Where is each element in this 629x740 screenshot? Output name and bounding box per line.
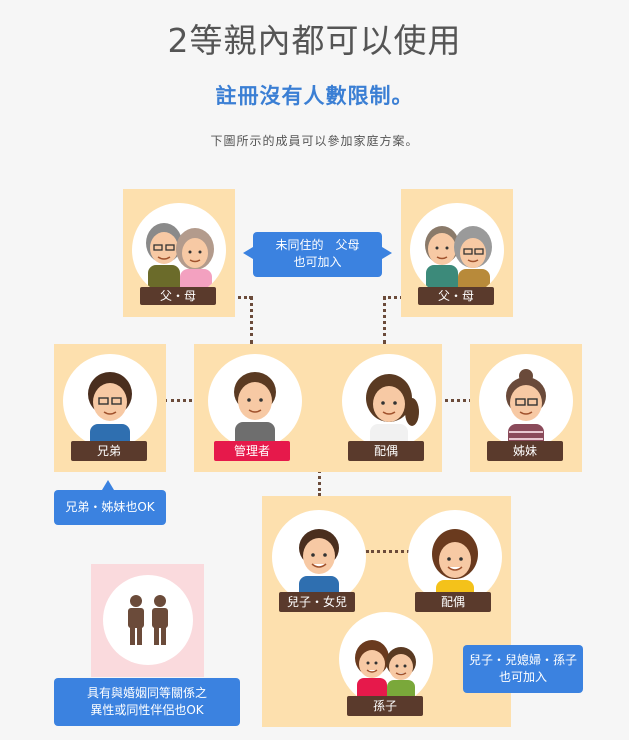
partner-icon-circle	[103, 575, 193, 665]
sister-avatar	[479, 354, 573, 448]
brother-panel: 兄弟	[54, 344, 166, 472]
connector-spouse-sister	[434, 399, 484, 402]
parents-right-avatar	[410, 203, 504, 297]
connector-brother-admin	[164, 399, 210, 402]
parents-left-panel: 父・母	[123, 189, 235, 317]
parents-note: 未同住的 父母 也可加入	[253, 232, 382, 277]
spouse-avatar	[342, 354, 436, 448]
connector-child-spouse	[366, 550, 410, 553]
siblings-note: 兄弟・姊妹也OK	[54, 490, 166, 525]
admin-avatar	[208, 354, 302, 448]
child-spouse-avatar	[408, 510, 502, 604]
parents-left-label: 父・母	[140, 287, 216, 305]
sister-label: 姊妹	[487, 441, 563, 461]
main-couple-panel: 管理者 配偶	[194, 344, 442, 472]
grandchild-avatar	[339, 612, 433, 706]
brother-avatar	[63, 354, 157, 448]
connector-spouse-parents-h	[383, 296, 403, 299]
parents-note-left-arrow	[243, 247, 253, 259]
partner-panel	[91, 564, 204, 677]
spouse-label: 配偶	[348, 441, 424, 461]
partner-note-line2: 異性或同性伴侶也OK	[90, 703, 204, 717]
children-note-line2: 也可加入	[498, 670, 547, 684]
parents-note-line1: 未同住的 父母	[275, 238, 360, 252]
page-description: 下圖所示的成員可以參加家庭方案。	[210, 134, 419, 148]
siblings-note-arrow	[102, 480, 114, 490]
child-label: 兒子・女兒	[279, 592, 355, 612]
child-spouse-label: 配偶	[415, 592, 491, 612]
children-note-line1: 兒子・兒媳婦・孫子	[468, 653, 577, 667]
parents-note-line2: 也可加入	[293, 255, 342, 269]
grandchild-label: 孫子	[347, 696, 423, 716]
connector-spouse-parents-v	[383, 296, 386, 344]
two-people-icon	[128, 595, 168, 645]
parents-left-avatar	[132, 203, 226, 297]
partner-note-line1: 具有與婚姻同等關係之	[86, 686, 207, 700]
connector-admin-parents-v	[250, 296, 253, 344]
parents-note-right-arrow	[382, 247, 392, 259]
admin-label: 管理者	[214, 441, 290, 461]
child-avatar	[272, 510, 366, 604]
brother-label: 兄弟	[71, 441, 147, 461]
sister-panel: 姊妹	[470, 344, 582, 472]
partner-note: 具有與婚姻同等關係之 異性或同性伴侶也OK	[54, 678, 240, 726]
children-note: 兒子・兒媳婦・孫子 也可加入	[463, 645, 583, 693]
parents-right-label: 父・母	[418, 287, 494, 305]
parents-right-panel: 父・母	[401, 189, 513, 317]
page-title: 2等親內都可以使用	[167, 21, 462, 60]
connector-admin-parents-h	[221, 296, 252, 299]
page-subtitle: 註冊沒有人數限制。	[215, 84, 414, 108]
